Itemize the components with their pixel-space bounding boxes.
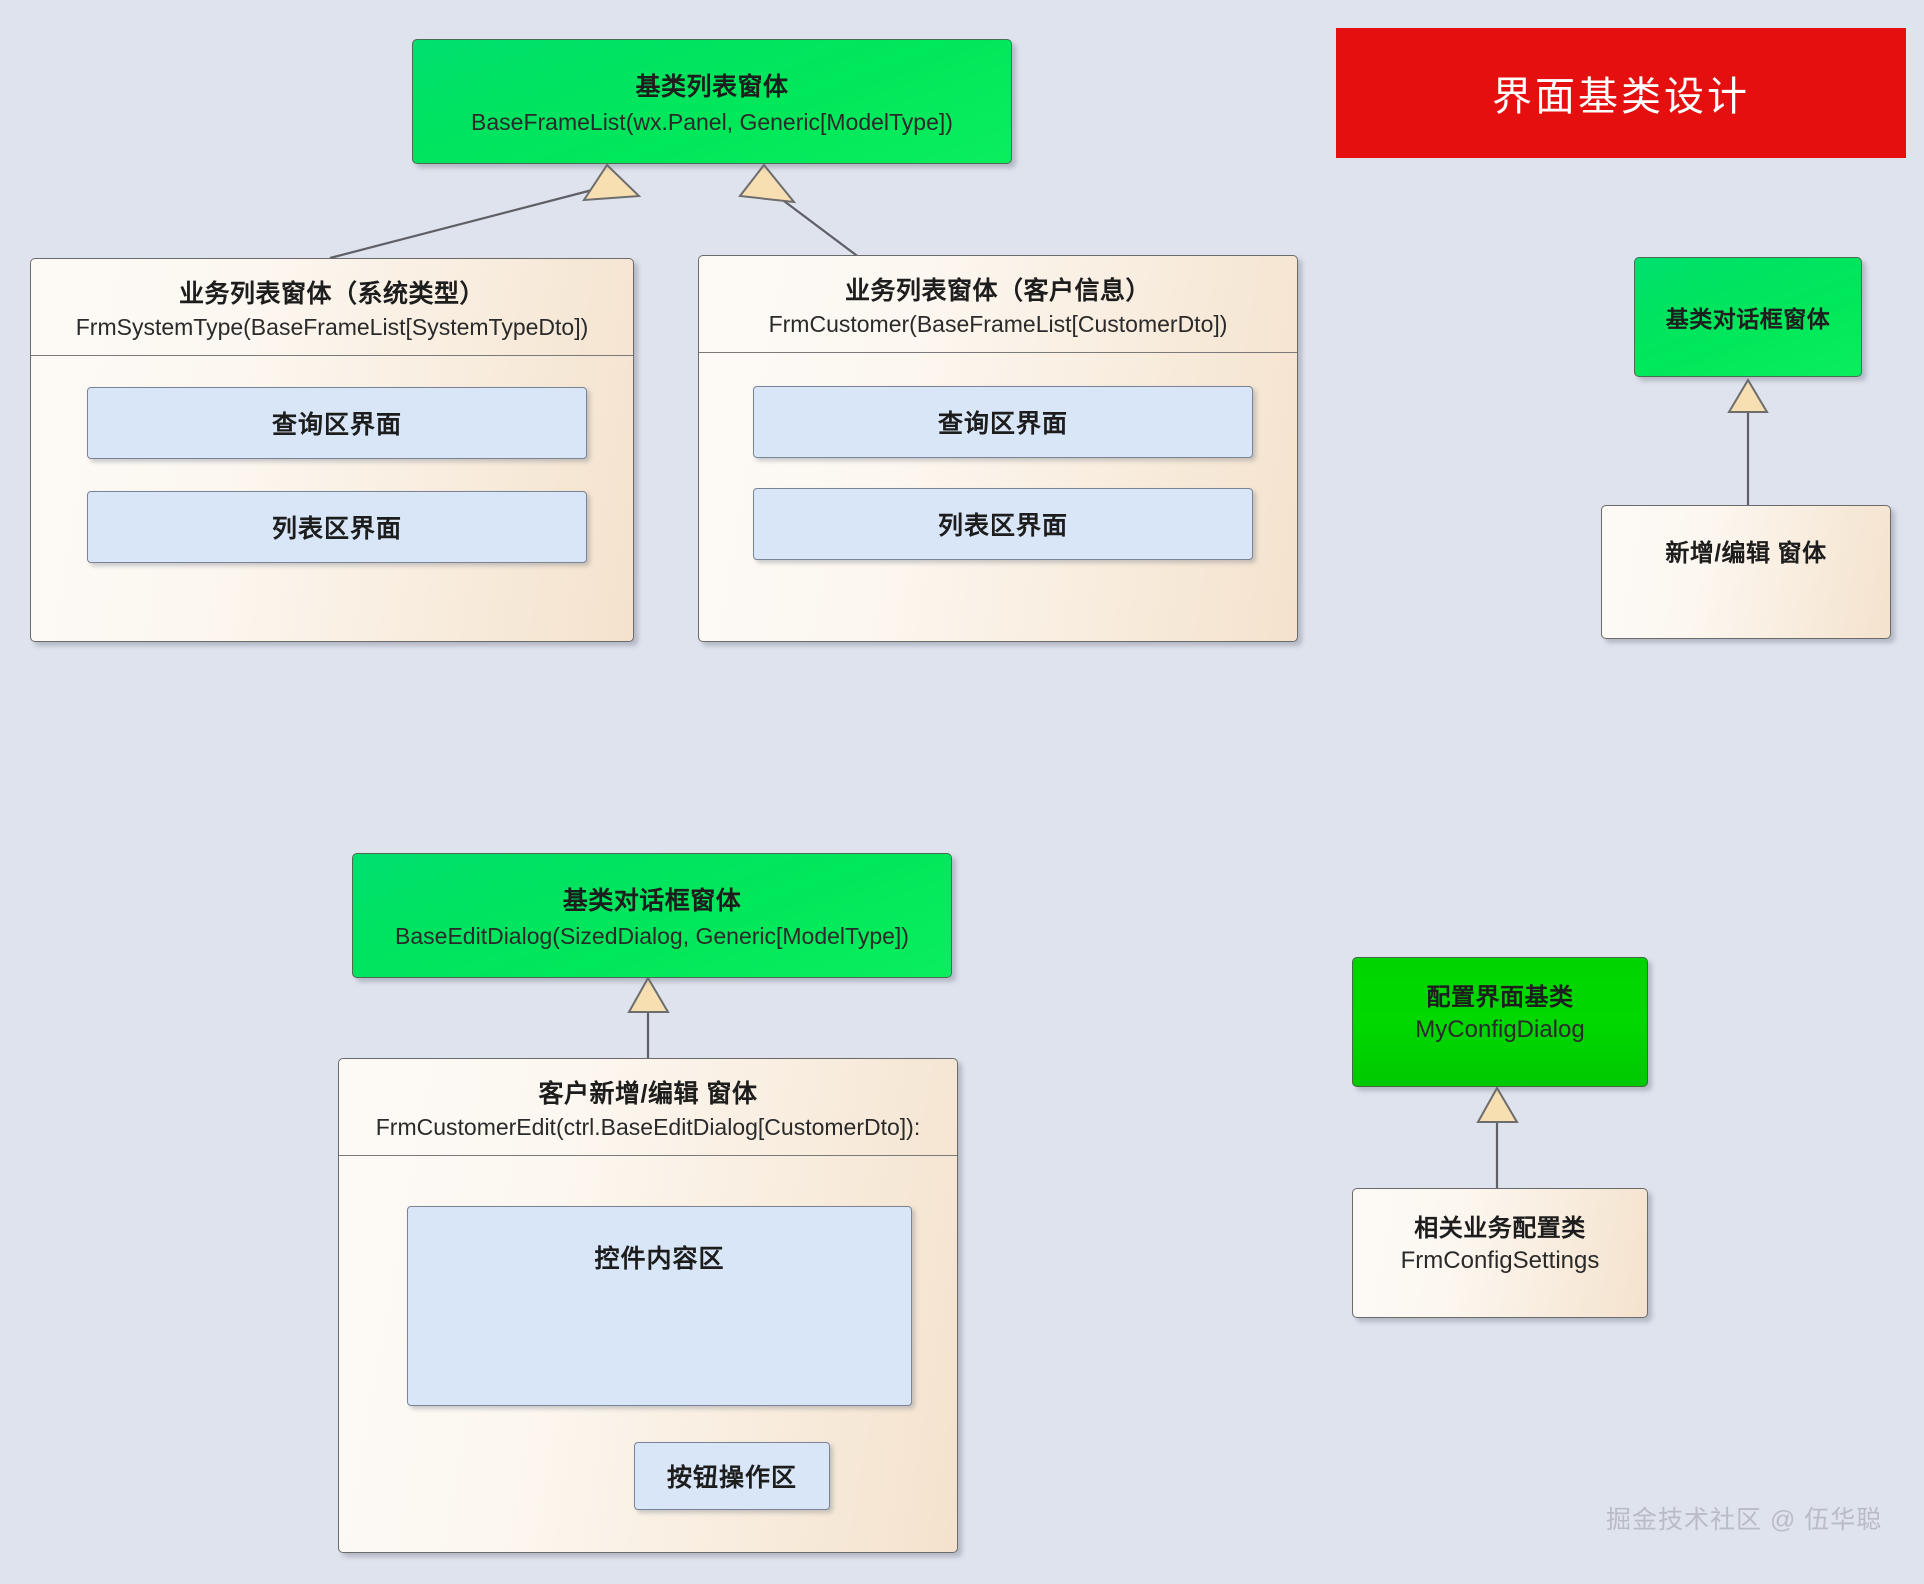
divider-frm-system-type [31, 355, 633, 356]
watermark: 掘金技术社区 @ 伍华聪 [1606, 1506, 1883, 1534]
class-box-my-config-dialog[interactable]: 配置界面基类 MyConfigDialog [1352, 957, 1648, 1087]
class-box-frm-customer-edit[interactable]: 客户新增/编辑 窗体 FrmCustomerEdit(ctrl.BaseEdit… [338, 1058, 958, 1553]
edge-systemtype-to-baseframelist [329, 186, 601, 260]
class-box-add-edit-form[interactable]: 新增/编辑 窗体 [1601, 505, 1891, 639]
class-box-frm-system-type[interactable]: 业务列表窗体（系统类型） FrmSystemType(BaseFrameList… [30, 258, 634, 642]
class-signature-base-edit-dialog: BaseEditDialog(SizedDialog, Generic[Mode… [395, 923, 909, 949]
divider-frm-customer-edit [339, 1155, 957, 1156]
class-signature-frm-customer: FrmCustomer(BaseFrameList[CustomerDto]) [768, 310, 1228, 337]
compartment-list-area-customer[interactable]: 列表区界面 [753, 488, 1253, 560]
class-title-frm-customer: 业务列表窗体（客户信息） [844, 276, 1151, 305]
class-title-my-config-dialog: 配置界面基类 [1426, 983, 1574, 1011]
class-box-base-dialog-right[interactable]: 基类对话框窗体 [1634, 257, 1862, 377]
class-title-frm-system-type: 业务列表窗体（系统类型） [178, 279, 485, 308]
divider-frm-customer [699, 352, 1297, 353]
class-signature-frm-customer-edit: FrmCustomerEdit(ctrl.BaseEditDialog[Cust… [375, 1113, 921, 1140]
compartment-button-action-area[interactable]: 按钮操作区 [634, 1442, 830, 1510]
class-signature-frm-config-settings: FrmConfigSettings [1400, 1246, 1600, 1274]
compartment-query-area-customer[interactable]: 查询区界面 [753, 386, 1253, 458]
class-title-base-dialog-right: 基类对话框窗体 [1665, 306, 1831, 332]
class-title-base-edit-dialog: 基类对话框窗体 [562, 887, 742, 915]
page-title-banner: 界面基类设计 [1336, 28, 1906, 158]
class-box-base-edit-dialog[interactable]: 基类对话框窗体 BaseEditDialog(SizedDialog, Gene… [352, 853, 952, 978]
class-title-frm-customer-edit: 客户新增/编辑 窗体 [538, 1079, 758, 1108]
class-box-frm-config-settings[interactable]: 相关业务配置类 FrmConfigSettings [1352, 1188, 1648, 1318]
class-box-frm-customer[interactable]: 业务列表窗体（客户信息） FrmCustomer(BaseFrameList[C… [698, 255, 1298, 642]
arrowhead-configsettings [1476, 1085, 1519, 1123]
compartment-list-area-systemtype[interactable]: 列表区界面 [87, 491, 587, 563]
compartment-control-content-area[interactable]: 控件内容区 [407, 1206, 912, 1406]
class-signature-frm-system-type: FrmSystemType(BaseFrameList[SystemTypeDt… [75, 313, 589, 340]
arrowhead-customer [738, 163, 797, 204]
class-title-base-frame-list: 基类列表窗体 [635, 73, 789, 101]
class-box-base-frame-list[interactable]: 基类列表窗体 BaseFrameList(wx.Panel, Generic[M… [412, 39, 1012, 164]
class-signature-my-config-dialog: MyConfigDialog [1415, 1015, 1585, 1043]
edge-customer-to-baseframelist [771, 191, 861, 259]
compartment-query-area-systemtype[interactable]: 查询区界面 [87, 387, 587, 459]
class-signature-base-frame-list: BaseFrameList(wx.Panel, Generic[ModelTyp… [471, 109, 953, 135]
class-title-add-edit-form: 新增/编辑 窗体 [1665, 539, 1827, 567]
class-title-frm-config-settings: 相关业务配置类 [1414, 1214, 1586, 1242]
page-title: 界面基类设计 [1492, 75, 1750, 119]
arrowhead-addedit [1727, 378, 1769, 413]
arrowhead-customeredit [627, 975, 670, 1013]
arrowhead-systemtype [582, 163, 642, 202]
